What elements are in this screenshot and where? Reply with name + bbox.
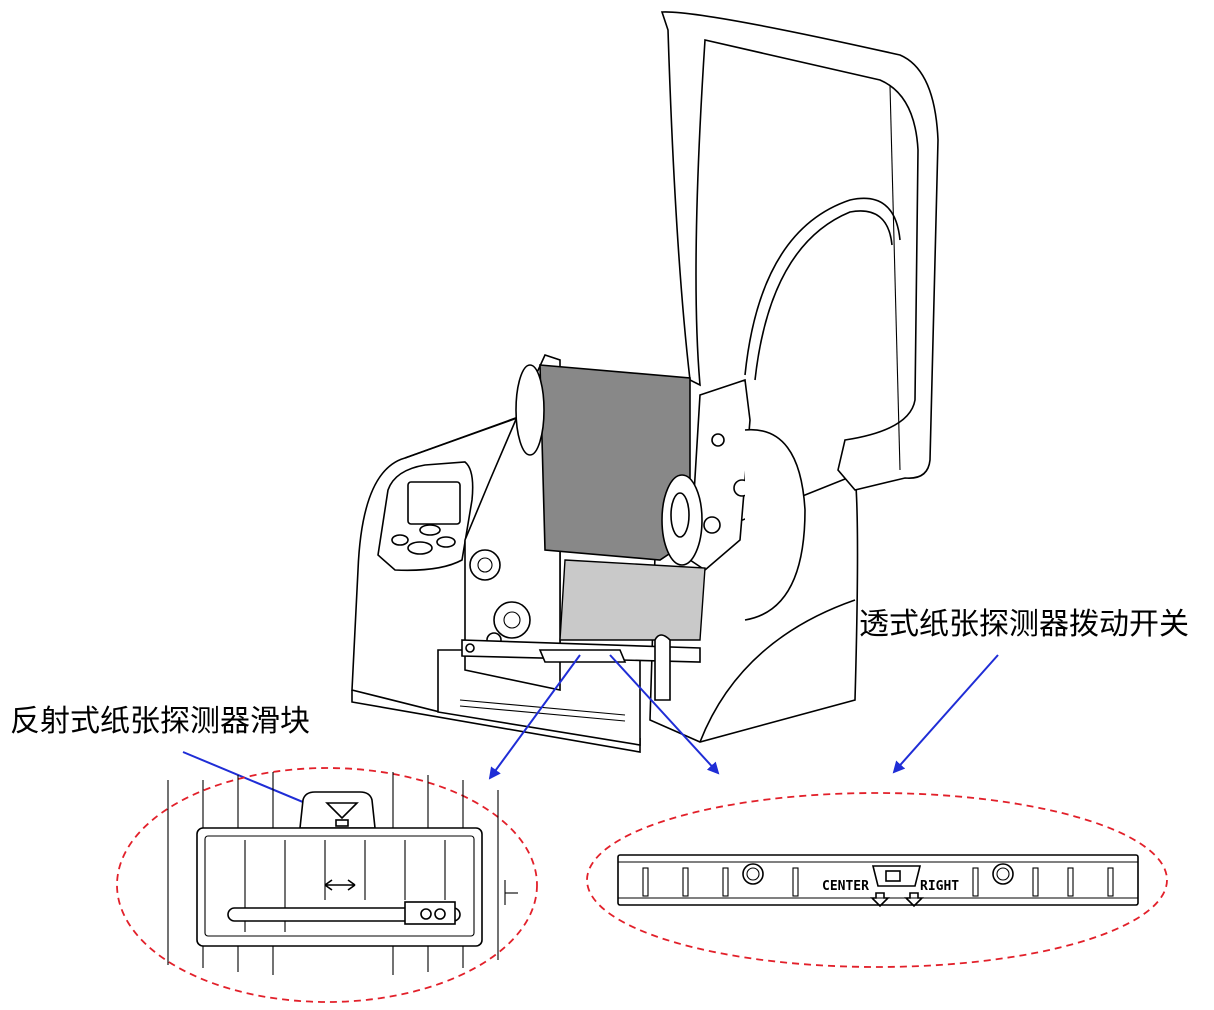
gear-icon [469, 549, 501, 581]
control-panel [377, 461, 474, 572]
print-mechanism [464, 354, 806, 691]
detail-outline-left [116, 767, 538, 1003]
arrow-to-reflective-detail [488, 654, 581, 780]
arrow-down-icon [904, 892, 924, 908]
detail-outline-right [586, 792, 1168, 968]
detail-reflective-sensor [116, 767, 538, 1003]
panel-button-right [436, 536, 456, 548]
detail-transmissive-sensor: CENTER RIGHT [586, 792, 1168, 968]
lcd-screen [407, 481, 461, 525]
arrow-to-switch [892, 654, 999, 774]
label-reflective-sensor-slider: 反射式纸张探测器滑块 [10, 704, 310, 739]
sensor-bar [461, 634, 701, 701]
gear-icon [493, 601, 531, 639]
panel-button-top [419, 524, 441, 536]
switch-label-center: CENTER [822, 879, 869, 894]
switch-label-right: RIGHT [920, 879, 959, 894]
label-transmissive-sensor-switch: 穿透式纸张探测器拨动开关 [829, 607, 1189, 642]
label-stock [559, 559, 706, 641]
ribbon-roll [515, 364, 703, 566]
panel-button-center [407, 541, 433, 555]
printer-lid-open [660, 11, 939, 491]
panel-button-left [391, 534, 409, 546]
arrow-to-transmissive-detail [609, 654, 720, 775]
arrow-down-icon [870, 892, 890, 908]
